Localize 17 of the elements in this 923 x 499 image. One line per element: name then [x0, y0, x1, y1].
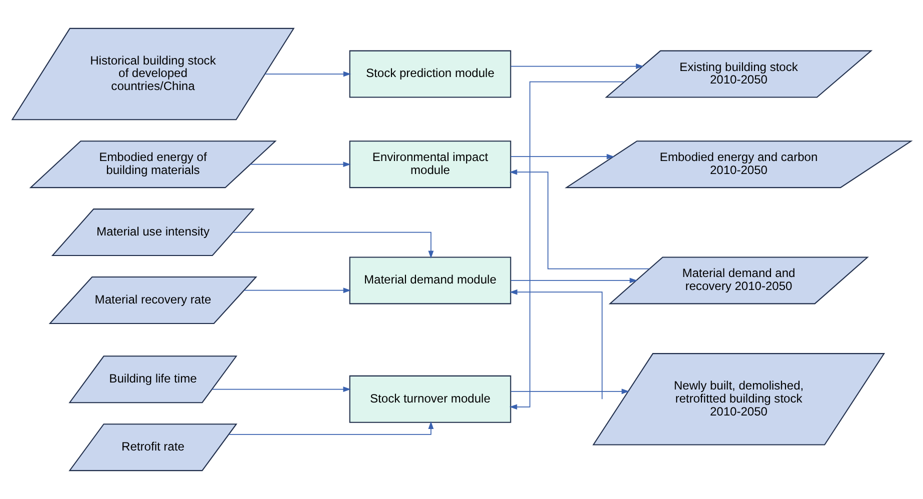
arrow: [510, 278, 638, 284]
arrow: [250, 162, 351, 168]
node-box: Environmental impact module: [349, 140, 512, 188]
arrow: [212, 386, 351, 392]
arrow: [510, 289, 603, 400]
arrow: [510, 64, 644, 69]
arrow: [510, 388, 630, 394]
arrow: [232, 232, 434, 259]
arrow: [509, 169, 650, 270]
node-box: Stock turnover module: [349, 375, 512, 423]
arrow: [244, 288, 352, 294]
arrow: [510, 154, 614, 160]
arrow: [228, 421, 434, 435]
node-box: Material demand module: [349, 256, 512, 304]
arrow: [509, 81, 625, 410]
node-box: Stock prediction module: [349, 50, 512, 98]
arrow: [264, 71, 352, 77]
